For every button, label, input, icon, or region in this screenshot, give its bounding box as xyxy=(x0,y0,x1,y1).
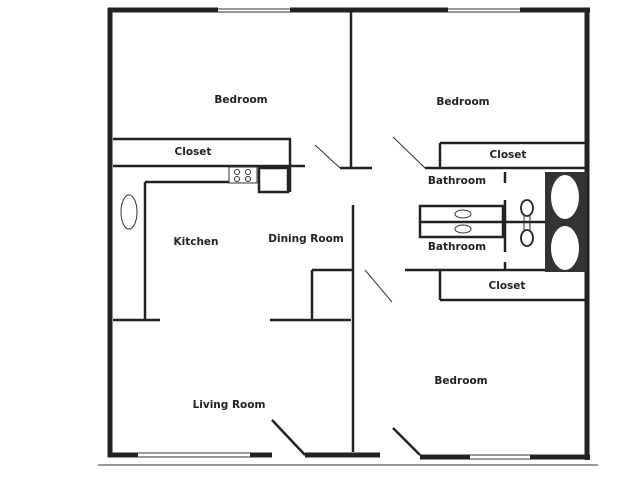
label-kitchen: Kitchen xyxy=(173,236,218,248)
label-bathroom-top: Bathroom xyxy=(428,175,486,187)
label-bedroom-bottom-right: Bedroom xyxy=(434,375,487,387)
stove-icon xyxy=(234,169,251,182)
interior-walls xyxy=(113,10,587,452)
label-dining-room: Dining Room xyxy=(268,233,344,245)
bathtub-icon xyxy=(551,175,579,219)
bathroom-sink-icon xyxy=(454,209,472,219)
label-bedroom-top-left: Bedroom xyxy=(214,94,267,106)
label-living-room: Living Room xyxy=(193,399,266,411)
label-closet-top-left: Closet xyxy=(175,146,212,158)
sink-icon xyxy=(120,194,138,230)
label-closet-bottom-right: Closet xyxy=(489,280,526,292)
fixtures xyxy=(120,169,587,272)
label-closet-top-right: Closet xyxy=(490,149,527,161)
label-bedroom-top-right: Bedroom xyxy=(436,96,489,108)
label-bathroom-bottom: Bathroom xyxy=(428,241,486,253)
toilet-icon xyxy=(520,199,534,247)
doors xyxy=(271,136,426,456)
bathroom-sink-icon xyxy=(454,224,472,234)
bathtub-icon xyxy=(551,226,579,270)
